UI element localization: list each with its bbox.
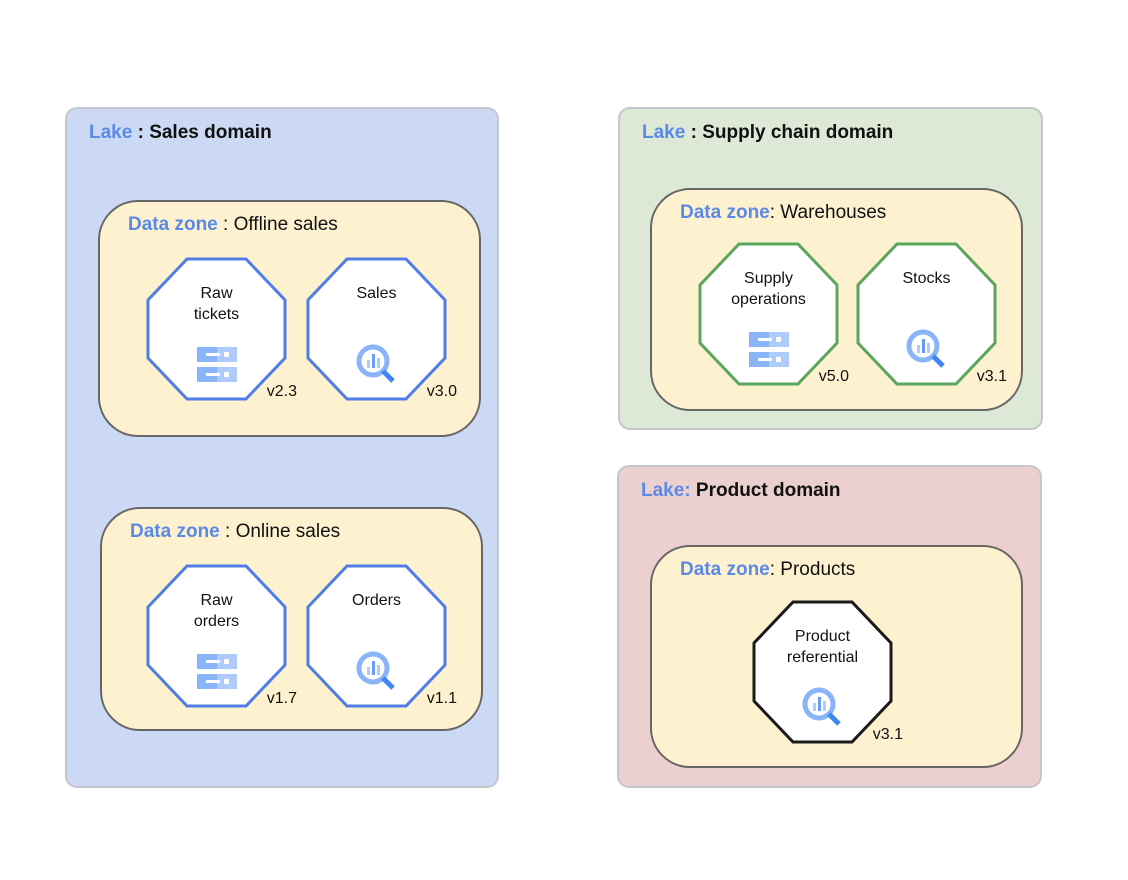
asset-stocks[interactable]: Stocks v3.1 bbox=[856, 242, 1007, 386]
zone-title: Data zone: Products bbox=[680, 559, 855, 581]
lake-name: : Sales domain bbox=[132, 122, 272, 143]
zone-keyword: Data zone bbox=[128, 214, 218, 235]
lake-name: Product domain bbox=[690, 480, 841, 501]
zone-title: Data zone: Warehouses bbox=[680, 202, 886, 224]
asset-orders[interactable]: Orders v1.1 bbox=[306, 564, 457, 708]
octagon-shape bbox=[856, 242, 997, 386]
storage-icon bbox=[195, 650, 239, 694]
asset-label: Stocks bbox=[902, 270, 951, 287]
lake-title: Lake : Sales domain bbox=[89, 122, 272, 144]
octagon-shape bbox=[146, 257, 287, 401]
zone-keyword: Data zone bbox=[130, 521, 220, 542]
version-label: v1.7 bbox=[266, 690, 297, 707]
octagon-shape bbox=[306, 564, 447, 708]
version-label: v3.0 bbox=[426, 383, 457, 400]
bigquery-icon bbox=[801, 686, 845, 730]
bigquery-icon bbox=[355, 343, 399, 387]
version-label: v5.0 bbox=[818, 368, 849, 385]
zone-keyword: Data zone bbox=[680, 559, 770, 580]
version-label: v3.1 bbox=[976, 368, 1007, 385]
lake-title: Lake : Supply chain domain bbox=[642, 122, 893, 144]
asset-sales[interactable]: Sales v3.0 bbox=[306, 257, 457, 401]
zone-name: : Online sales bbox=[219, 521, 341, 542]
asset-label: Sales bbox=[356, 285, 397, 302]
lake-name: : Supply chain domain bbox=[685, 122, 894, 143]
zone-title: Data zone : Online sales bbox=[130, 521, 340, 543]
lake-title: Lake: Product domain bbox=[641, 480, 841, 502]
bigquery-icon bbox=[905, 328, 949, 372]
version-label: v1.1 bbox=[426, 690, 457, 707]
zone-keyword: Data zone bbox=[680, 202, 770, 223]
storage-icon bbox=[195, 343, 239, 387]
octagon-shape bbox=[146, 564, 287, 708]
lake-keyword: Lake bbox=[89, 122, 133, 143]
bigquery-icon bbox=[355, 650, 399, 694]
storage-icon bbox=[747, 328, 791, 372]
zone-name: : Products bbox=[769, 559, 856, 580]
lake-keyword: Lake bbox=[642, 122, 686, 143]
version-label: v3.1 bbox=[872, 726, 903, 743]
octagon-shape bbox=[306, 257, 447, 401]
version-label: v2.3 bbox=[266, 383, 297, 400]
zone-name: : Warehouses bbox=[769, 202, 887, 223]
octagon-shape bbox=[698, 242, 839, 386]
lake-keyword: Lake: bbox=[641, 480, 691, 501]
asset-label: Orders bbox=[352, 592, 401, 609]
zone-title: Data zone : Offline sales bbox=[128, 214, 338, 236]
zone-name: : Offline sales bbox=[217, 214, 338, 235]
octagon-shape bbox=[752, 600, 893, 744]
